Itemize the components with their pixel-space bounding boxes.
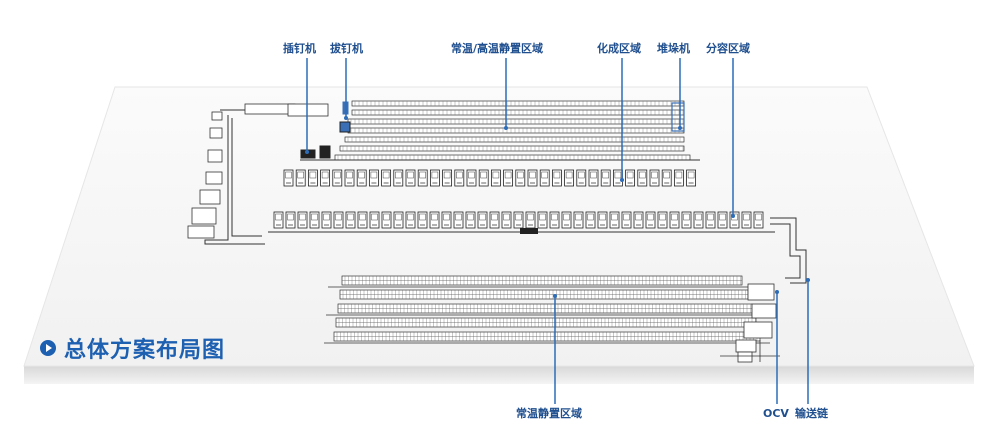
rack-row bbox=[339, 145, 685, 152]
label-grading-zone: 分容区域 bbox=[706, 42, 750, 55]
floor-slab-edge bbox=[24, 366, 974, 384]
label-aging-normal-high-zone: 常温/高温静置区域 bbox=[451, 42, 544, 55]
label-aging-normal-zone: 常温静置区域 bbox=[516, 407, 582, 420]
rack-row bbox=[347, 118, 685, 125]
aging-zone-lower bbox=[324, 275, 770, 344]
rack-row bbox=[351, 100, 685, 107]
left-stations bbox=[187, 103, 329, 239]
label-remove-pin-machine: 拔钉机 bbox=[330, 42, 363, 55]
grading-zone bbox=[268, 211, 775, 234]
label-insert-pin-machine: 插钉机 bbox=[283, 42, 316, 55]
diagram-heading: 总体方案布局图 bbox=[40, 332, 225, 364]
label-stacker-crane: 堆垛机 bbox=[657, 42, 690, 55]
pointer-dots bbox=[305, 116, 810, 298]
rack-row bbox=[344, 136, 685, 143]
label-conveyor-chain: 输送链 bbox=[795, 407, 828, 420]
rack-row bbox=[334, 154, 691, 161]
diagram-title: 总体方案布局图 bbox=[64, 338, 226, 363]
rack-row bbox=[351, 109, 685, 116]
label-ocv: OCV bbox=[763, 407, 789, 420]
play-circle-icon bbox=[40, 340, 56, 356]
rack-row bbox=[347, 127, 685, 134]
ocv-area bbox=[720, 283, 780, 363]
right-conveyor bbox=[770, 217, 807, 284]
pointer-lines bbox=[306, 58, 809, 404]
aging-zone-upper bbox=[300, 100, 700, 161]
label-formation-zone: 化成区域 bbox=[597, 42, 641, 55]
